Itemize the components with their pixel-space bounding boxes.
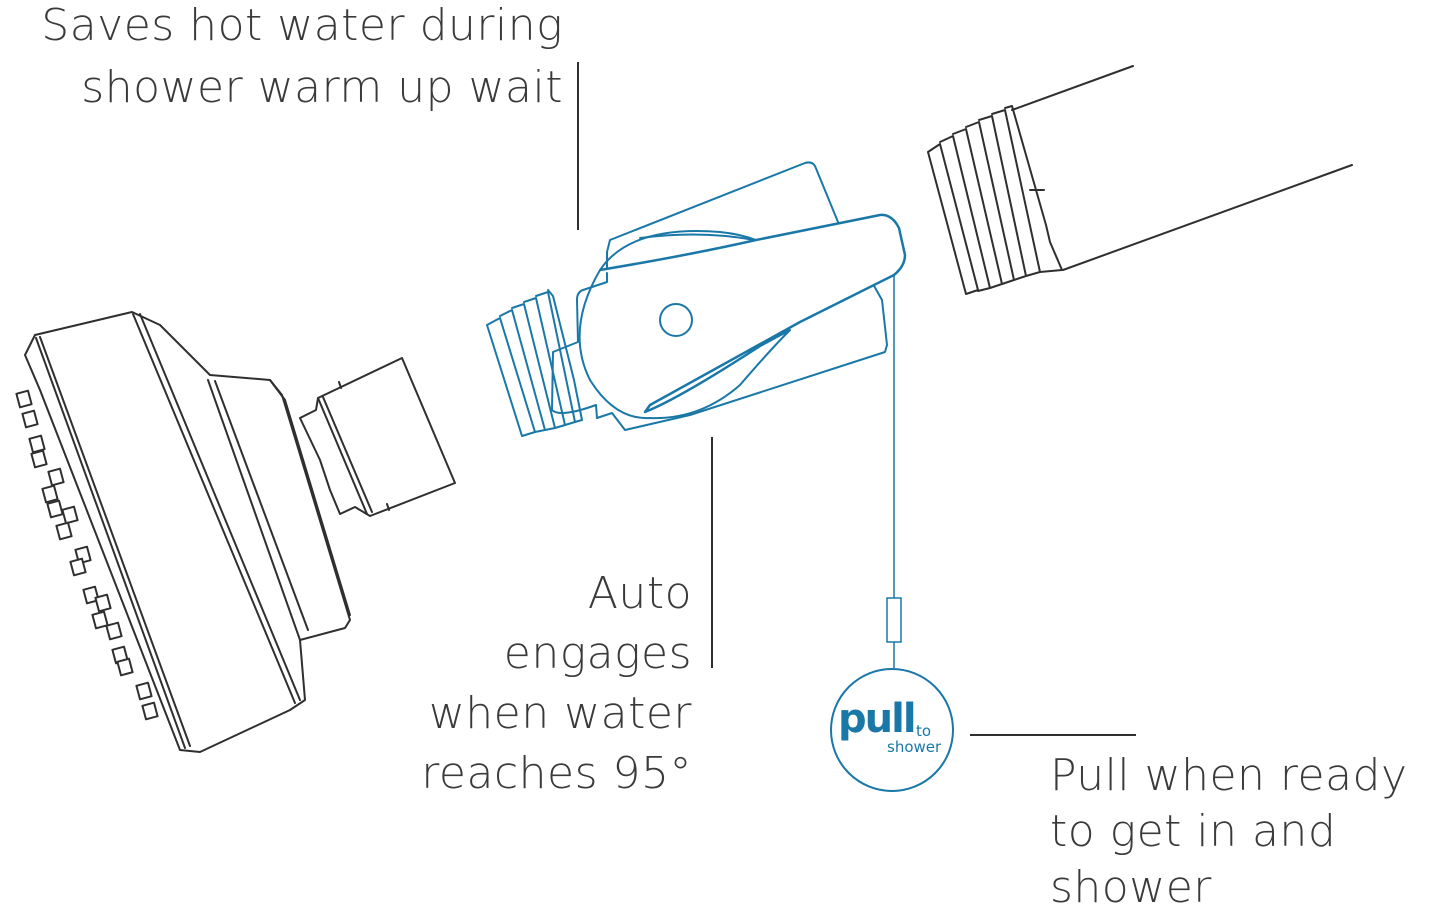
pull-tag-to-text: to: [916, 722, 932, 740]
shower-head: [15, 311, 456, 753]
callout-line: Saves hot water during: [41, 0, 563, 51]
callout-line: when water: [428, 688, 692, 739]
pull-tag-shower-text: shower: [887, 738, 942, 756]
valve-pivot: [659, 303, 693, 337]
pipe-threads: [927, 105, 1063, 295]
callout-line: shower: [1050, 862, 1212, 913]
callout-line: Auto: [587, 568, 692, 619]
callout-pull-when-ready: Pull when ready to get in and shower: [1050, 754, 1408, 922]
pull-to-shower-tag[interactable]: pull to shower: [830, 668, 954, 792]
shower-arm-pipe: [927, 65, 1353, 295]
callout-line: shower warm up wait: [81, 62, 563, 113]
pull-cord: [886, 275, 902, 668]
callout-auto-engages: Auto engages when water reaches 95°: [380, 572, 692, 812]
callout-line: to get in and: [1050, 806, 1337, 857]
shutoff-valve: [551, 161, 907, 431]
callout-line: engages: [503, 628, 692, 679]
callout-line: reaches 95°: [421, 748, 692, 799]
nozzles: [15, 389, 159, 721]
callout-line: Pull when ready: [1050, 750, 1408, 801]
callout-saves-hot-water: Saves hot water during shower warm up wa…: [0, 4, 563, 128]
valve-threads: [486, 289, 583, 437]
pull-tag-main-text: pull: [838, 696, 917, 742]
